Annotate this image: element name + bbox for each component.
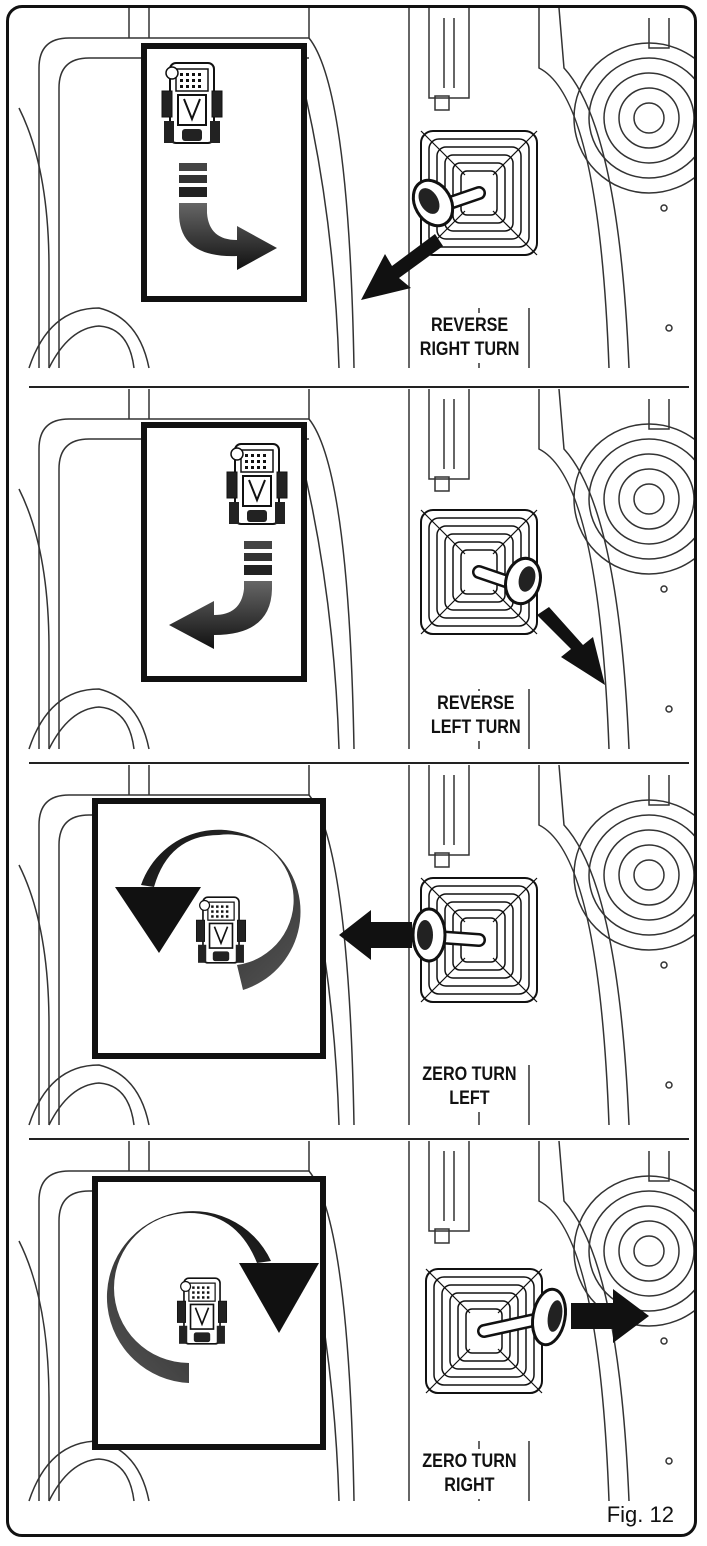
control-label: REVERSE RIGHT TURN: [415, 313, 525, 363]
label-line-1: REVERSE: [420, 314, 520, 338]
label-line-1: REVERSE: [431, 692, 521, 716]
label-line-1: ZERO TURN: [422, 1450, 516, 1474]
panel-divider: [29, 762, 689, 764]
panel-divider: [29, 386, 689, 388]
maneuver-icon-box: [144, 46, 304, 299]
label-line-2: RIGHT: [422, 1474, 516, 1498]
label-line-2: LEFT: [422, 1087, 516, 1111]
panel-illustration: [9, 8, 694, 384]
panel-illustration: [9, 765, 694, 1135]
panel-reverse-left-turn: REVERSE LEFT TURN: [9, 389, 694, 759]
movement-arrow: [361, 234, 443, 300]
figure-caption: Fig. 12: [607, 1502, 674, 1528]
panel-divider: [29, 1138, 689, 1140]
control-label: ZERO TURN LEFT: [417, 1062, 521, 1112]
movement-arrow: [537, 607, 605, 685]
control-label: REVERSE LEFT TURN: [426, 691, 526, 741]
panel-zero-turn-right: ZERO TURN RIGHT: [9, 1141, 694, 1537]
panel-illustration: [9, 389, 694, 759]
movement-arrow: [339, 910, 412, 960]
mower-body-outline: [19, 8, 694, 368]
panel-zero-turn-left: ZERO TURN LEFT: [9, 765, 694, 1135]
label-line-1: ZERO TURN: [422, 1063, 516, 1087]
mower-body-outline: [19, 389, 694, 749]
panel-illustration: [9, 1141, 694, 1537]
figure-frame: REVERSE RIGHT TURN: [6, 5, 697, 1537]
control-label: ZERO TURN RIGHT: [417, 1449, 521, 1499]
label-line-2: LEFT TURN: [431, 716, 521, 740]
panel-reverse-right-turn: REVERSE RIGHT TURN: [9, 8, 694, 384]
label-line-2: RIGHT TURN: [420, 338, 520, 362]
